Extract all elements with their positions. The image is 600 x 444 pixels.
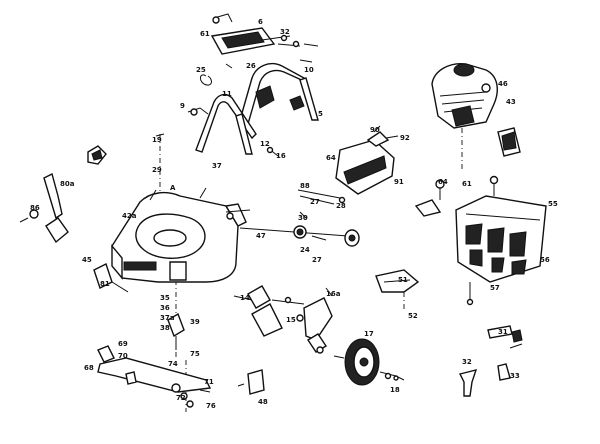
svg-text:75: 75 [190,350,200,358]
svg-text:37: 37 [212,162,222,170]
svg-text:27: 27 [312,256,322,264]
engine-bracket [414,127,521,217]
svg-text:18: 18 [390,386,400,394]
svg-text:5: 5 [318,110,323,118]
mulch-plug [237,369,265,395]
svg-text:29: 29 [152,166,162,174]
svg-text:61: 61 [200,30,210,38]
svg-text:36: 36 [160,304,170,312]
svg-text:55: 55 [548,200,558,208]
svg-text:17: 17 [364,330,374,338]
svg-text:16: 16 [276,152,286,160]
svg-text:68: 68 [84,364,94,372]
svg-text:10: 10 [304,66,314,74]
handle-control-box [210,13,319,55]
svg-text:33: 33 [510,372,520,380]
svg-text:52: 52 [408,312,418,320]
blade [97,312,212,408]
svg-text:30: 30 [298,214,308,222]
svg-text:28: 28 [336,202,346,210]
svg-text:32: 32 [462,358,472,366]
height-adjuster [233,285,333,354]
svg-text:43: 43 [506,98,516,106]
engine [431,63,498,170]
svg-text:A: A [170,184,176,192]
svg-text:42a: 42a [122,212,137,220]
svg-text:46: 46 [498,80,508,88]
svg-text:80a: 80a [60,180,75,188]
rear-flap [375,269,420,312]
left-bracket [19,145,107,244]
svg-text:6: 6 [258,18,263,26]
svg-text:81: 81 [100,280,110,288]
fuel-tank [297,125,399,205]
svg-text:24: 24 [300,246,310,254]
svg-text:31: 31 [498,328,508,336]
svg-text:35: 35 [160,294,170,302]
mower-deck [111,187,251,283]
svg-text:90: 90 [370,126,380,134]
svg-text:51: 51 [398,276,408,284]
svg-text:26: 26 [246,62,256,70]
svg-text:9: 9 [180,102,185,110]
svg-text:71: 71 [204,378,214,386]
svg-text:69: 69 [118,340,128,348]
lower-handle-bar [187,93,279,157]
svg-text:39: 39 [190,318,200,326]
svg-text:16a: 16a [326,290,341,298]
svg-text:64: 64 [438,178,448,186]
svg-text:47: 47 [256,232,266,240]
svg-text:76: 76 [206,402,216,410]
svg-text:32: 32 [280,28,290,36]
part-labels: 61 6 32 25 26 10 5 9 11 12 16 19 29 37 4… [30,18,558,410]
upper-handle-bar [199,59,319,126]
svg-text:37a: 37a [160,314,175,322]
tool-set [458,325,523,397]
svg-text:12: 12 [260,140,270,148]
rear-axle-assembly [226,211,360,247]
svg-text:72: 72 [176,394,186,402]
svg-text:74: 74 [168,360,178,368]
svg-text:14: 14 [240,294,250,302]
svg-text:70: 70 [118,352,128,360]
svg-text:25: 25 [196,66,206,74]
svg-text:92: 92 [400,134,410,142]
front-wheel [333,338,405,386]
svg-text:27: 27 [310,198,320,206]
svg-text:19: 19 [152,136,162,144]
grass-catcher [455,195,547,306]
svg-text:11: 11 [222,90,232,98]
deck-front-wheel [93,263,129,293]
svg-text:91: 91 [394,178,404,186]
svg-text:64: 64 [326,154,336,162]
svg-text:45: 45 [82,256,92,264]
svg-text:56: 56 [540,256,550,264]
svg-text:15: 15 [286,316,296,324]
svg-text:61: 61 [462,180,472,188]
svg-text:38: 38 [160,324,170,332]
svg-text:88: 88 [300,182,310,190]
svg-text:57: 57 [490,284,500,292]
svg-text:48: 48 [258,398,268,406]
svg-text:86: 86 [30,204,40,212]
